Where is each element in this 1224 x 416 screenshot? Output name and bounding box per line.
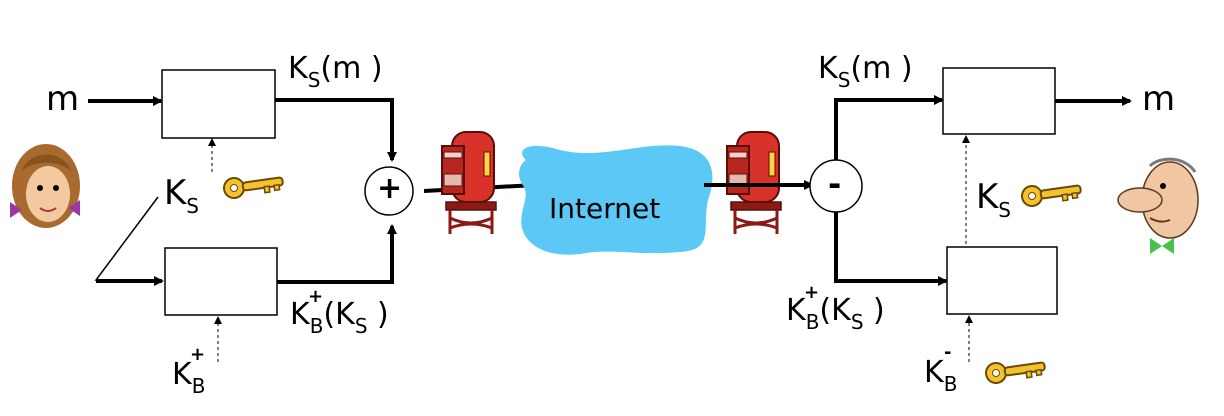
plus-operator-label: + <box>377 171 403 206</box>
internet-label: Internet <box>549 192 661 225</box>
ks-m-to-plus-arrow <box>275 98 397 162</box>
kb-plus-label: K+B <box>172 344 206 398</box>
symmetric-decrypt-box <box>942 67 1056 135</box>
key-icon <box>983 355 1047 386</box>
alice-avatar <box>10 144 80 228</box>
minus-to-private-decrypt-arrow <box>834 212 948 286</box>
key-icon <box>1019 178 1083 209</box>
ks-receiver-label: KS <box>976 177 1011 222</box>
kb-plus-ks-receiver-label: K+B(KS ) <box>786 282 885 334</box>
bob-avatar <box>1117 157 1199 254</box>
concatenate-operator <box>364 166 414 216</box>
ks-sender-label: KS <box>164 173 199 218</box>
kb-ks-to-plus-arrow <box>277 224 397 284</box>
private-key-decrypt-box <box>946 246 1058 315</box>
ks-m-sender-label: KS(m ) <box>288 51 383 92</box>
symmetric-encrypt-box <box>161 69 276 139</box>
message-input-label: m <box>46 79 80 119</box>
ks-branch-line <box>94 196 160 281</box>
key-icon <box>221 170 285 201</box>
minus-to-decrypt-arrow <box>834 95 944 160</box>
minus-operator-label: - <box>828 165 842 203</box>
mailbox-icon <box>440 130 498 236</box>
internet-cloud <box>519 145 713 255</box>
message-output-label: m <box>1142 79 1176 119</box>
ks-m-receiver-label: KS(m ) <box>818 51 913 92</box>
public-key-encrypt-box <box>164 247 278 316</box>
kb-minus-label: K-B <box>924 342 958 396</box>
kb-plus-ks-sender-label: K+B(KS ) <box>290 286 389 338</box>
